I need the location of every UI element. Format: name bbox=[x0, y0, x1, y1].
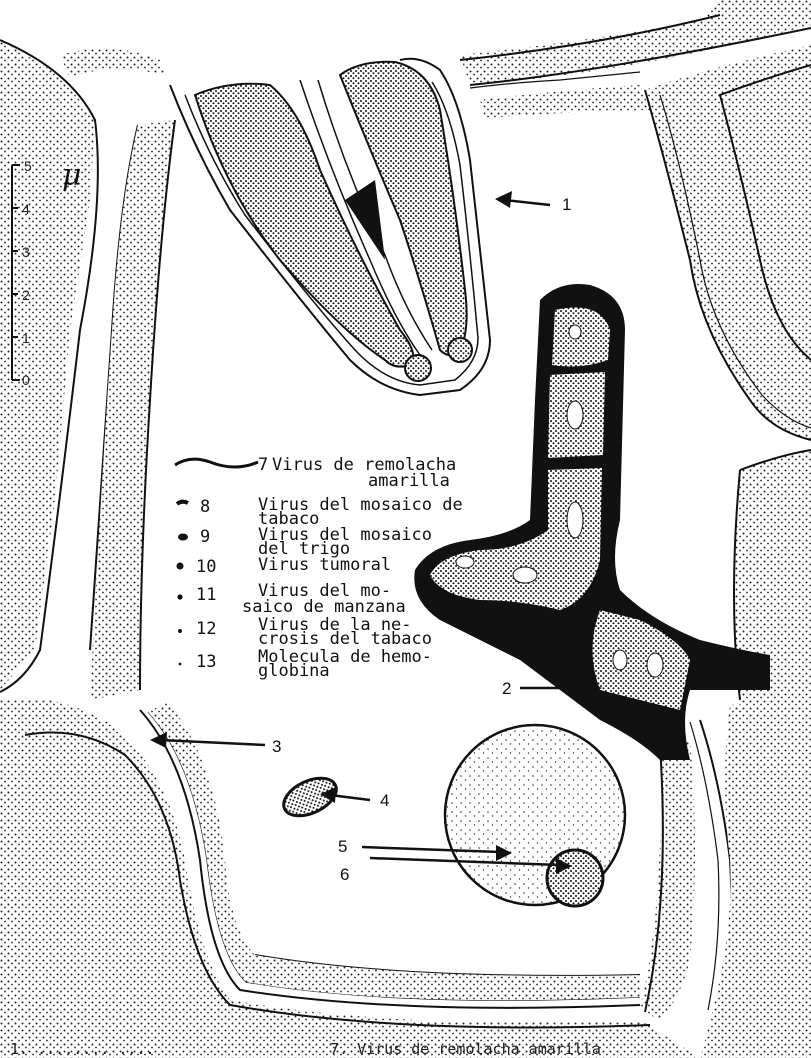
legend-line-10a: Virus tumoral bbox=[258, 555, 391, 575]
legend-num-10: 10 bbox=[196, 557, 216, 577]
callout-2: 2 bbox=[502, 679, 511, 698]
caption-right: 7. Virus de remolacha amarilla bbox=[330, 1040, 601, 1058]
scale-tick-5: 5 bbox=[24, 158, 32, 174]
callout-5: 5 bbox=[338, 837, 347, 856]
caption-left: 1. ........ .... bbox=[10, 1040, 155, 1058]
legend-symbol-10 bbox=[177, 563, 184, 570]
scale-tick-4: 4 bbox=[22, 201, 30, 217]
legend-num-9: 9 bbox=[200, 527, 210, 547]
legend-line-12b: crosis del tabaco bbox=[258, 629, 432, 649]
legend-line-11b: saico de manzana bbox=[242, 597, 406, 617]
scale-tick-3: 3 bbox=[22, 244, 30, 260]
legend-num-12: 12 bbox=[196, 619, 216, 639]
scale-tick-0: 0 bbox=[22, 372, 30, 388]
scale-tick-2: 2 bbox=[22, 287, 30, 303]
legend-num-11: 11 bbox=[196, 585, 216, 605]
legend-symbol-13 bbox=[179, 663, 182, 666]
legend-symbol-12 bbox=[178, 629, 182, 633]
legend-line-13b: globina bbox=[258, 661, 330, 681]
legend-symbol-9 bbox=[178, 534, 188, 541]
callout-1: 1 bbox=[562, 195, 571, 214]
legend-num-13: 13 bbox=[196, 652, 216, 672]
nucleus bbox=[445, 725, 625, 906]
legend-num-7: 7 bbox=[258, 455, 268, 475]
callout-4: 4 bbox=[380, 791, 389, 810]
legend-symbol-11 bbox=[177, 594, 182, 599]
haustorium bbox=[170, 59, 490, 395]
legend-line-7b: amarilla bbox=[368, 471, 450, 491]
legend-symbol-8 bbox=[177, 502, 188, 504]
legend-symbol-7 bbox=[175, 459, 258, 467]
legend-num-8: 8 bbox=[200, 497, 210, 517]
callout-6: 6 bbox=[340, 865, 349, 884]
scale-unit: μ bbox=[62, 158, 82, 193]
scale-tick-1: 1 bbox=[22, 330, 30, 346]
callout-3: 3 bbox=[272, 737, 281, 756]
